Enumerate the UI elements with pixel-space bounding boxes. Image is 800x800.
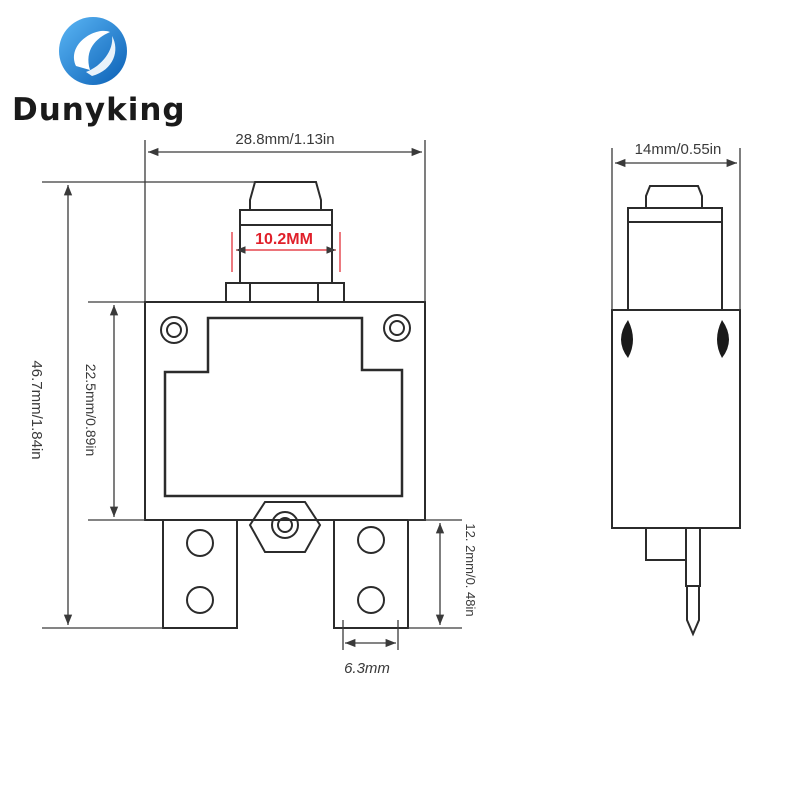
- brand-name: Dunyking: [12, 92, 186, 128]
- side-width-label: 14mm/0.55in: [635, 141, 722, 158]
- brand-logo-icon: [59, 17, 127, 85]
- mount-hole-left: [160, 316, 188, 344]
- front-view: [144, 181, 426, 629]
- body-height-label: 22.5mm/0.89in: [83, 364, 99, 457]
- mount-hole-right: [383, 314, 411, 342]
- button-width-label: 10.2MM: [255, 231, 313, 248]
- terminal-left: [162, 519, 238, 629]
- terminal-width-label: 6.3mm: [344, 660, 390, 677]
- mount-hole-left-inner: [166, 322, 182, 338]
- terminal-length-label: 12. 2mm/0. 48in: [463, 523, 478, 616]
- side-boss: [645, 527, 687, 561]
- side-view: [611, 185, 741, 637]
- button-cap: [249, 181, 322, 210]
- front-inner-panel: [163, 316, 404, 498]
- side-rivets: [621, 320, 729, 358]
- side-button-cap: [645, 185, 703, 208]
- side-terminal-base: [685, 527, 701, 587]
- terminal-right: [333, 519, 409, 629]
- side-button-collar: [627, 207, 723, 311]
- mount-hole-right-inner: [389, 320, 405, 336]
- button-base: [225, 282, 345, 303]
- side-dimensions: [611, 148, 741, 310]
- center-boss: [248, 501, 322, 553]
- front-width-label: 28.8mm/1.13in: [235, 131, 334, 148]
- front-dimensions: [42, 140, 462, 650]
- front-height-label: 46.7mm/1.84in: [28, 360, 45, 459]
- side-terminal-pin: [686, 586, 700, 637]
- button-width-highlight: [231, 232, 341, 272]
